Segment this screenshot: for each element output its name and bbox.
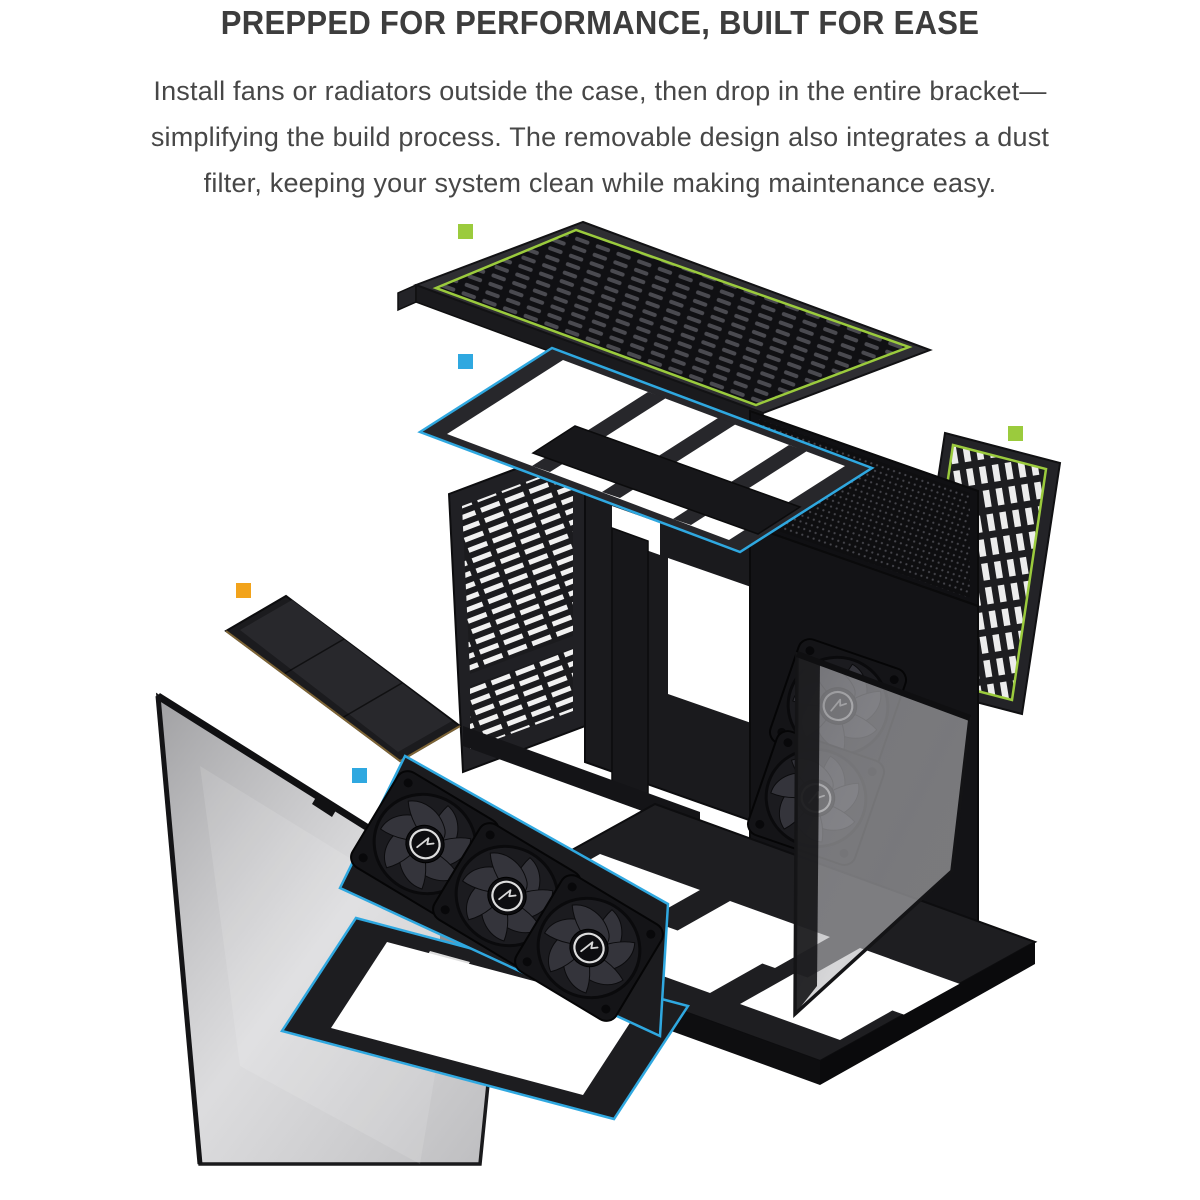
legend-marker-rear-panel: [1008, 426, 1023, 441]
bottom-fan-bracket: [338, 754, 670, 1038]
bottom-dust-filter: [224, 594, 462, 763]
header: PREPPED FOR PERFORMANCE, BUILT FOR EASE …: [0, 0, 1200, 206]
legend-marker-fan-bracket: [352, 768, 367, 783]
front-glass-panel: [793, 651, 972, 1018]
bracket-center-plate: [531, 425, 802, 535]
top-panel-mesh: [436, 230, 909, 405]
legend-marker-dust-filter: [236, 583, 251, 598]
exploded-diagram: [155, 220, 1062, 1166]
mid-beam: [463, 726, 700, 832]
legend-markers: [236, 224, 1023, 783]
top-panel-outline-green: [432, 228, 913, 407]
exploded-diagram-container: [0, 206, 1200, 1166]
front-pillar: [611, 526, 649, 814]
legend-marker-top-panel: [458, 224, 473, 239]
rear-vent-panel: [447, 441, 586, 774]
top-fan-bracket: [417, 346, 875, 554]
legend-marker-top-bracket: [458, 354, 473, 369]
page-title: PREPPED FOR PERFORMANCE, BUILT FOR EASE: [220, 4, 980, 41]
intro-paragraph: Install fans or radiators outside the ca…: [150, 76, 1050, 198]
